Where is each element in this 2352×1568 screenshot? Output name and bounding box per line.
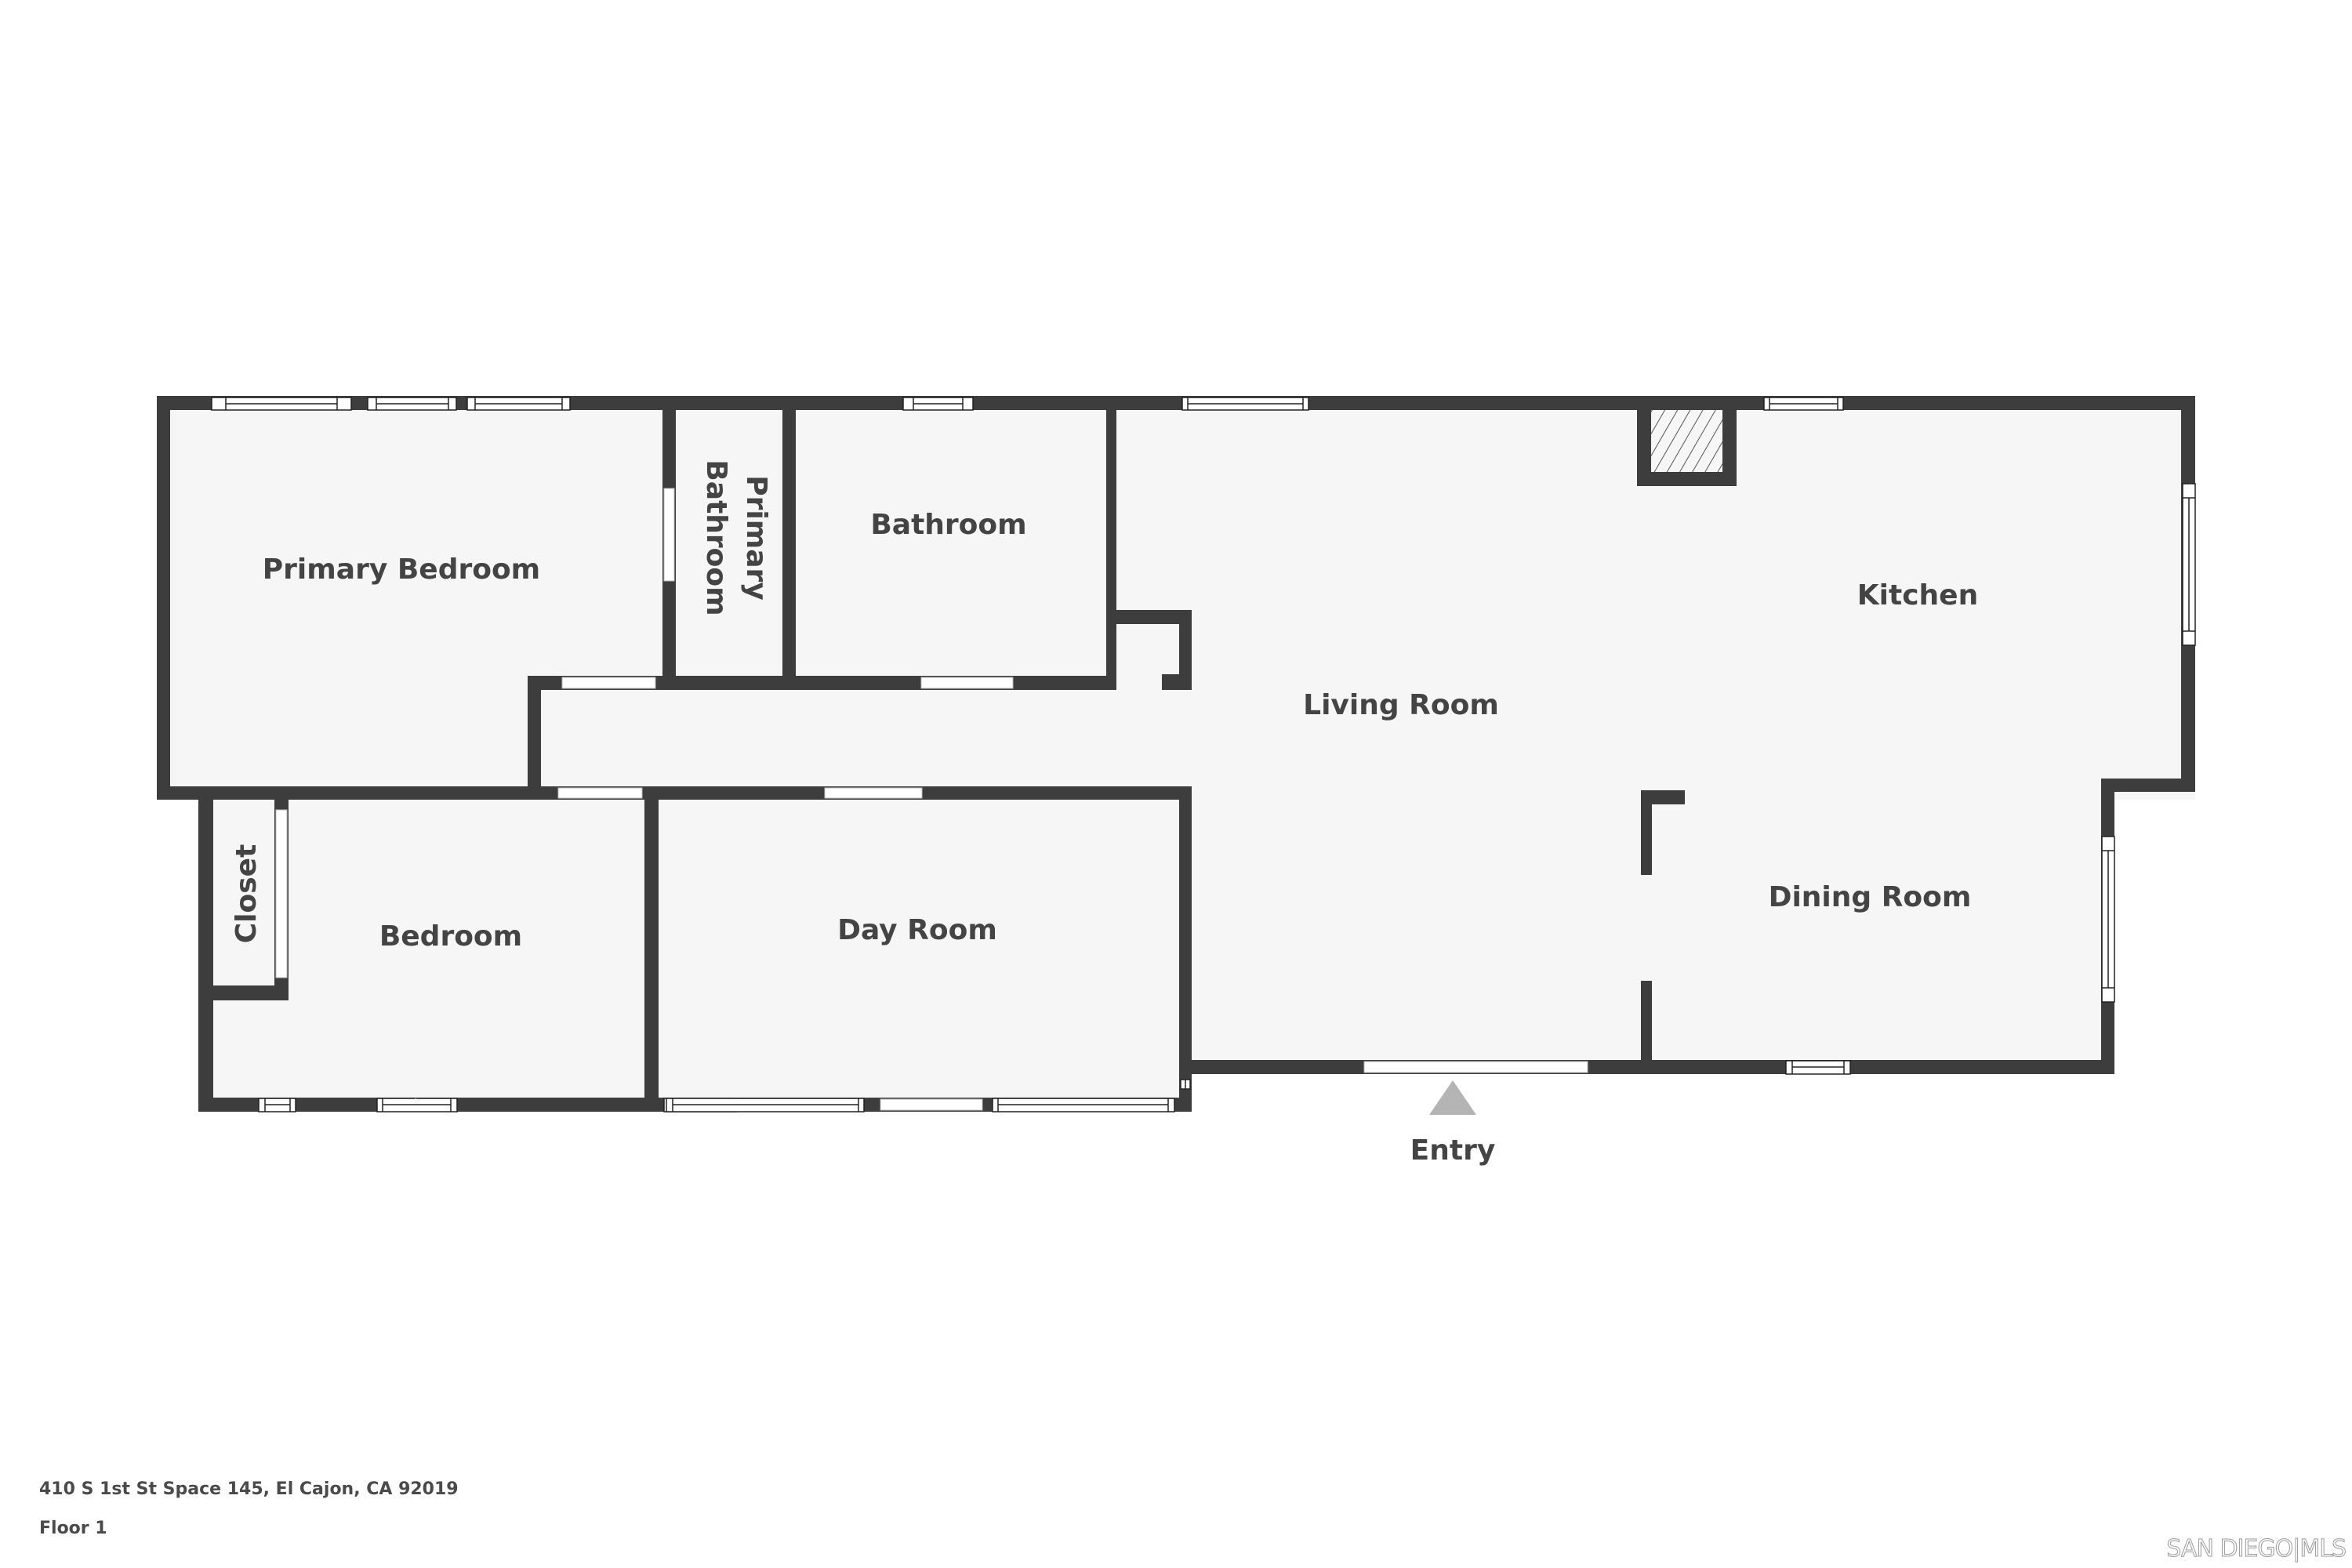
mls-logo: SAN DIEGO|MLS [2166, 1535, 2347, 1563]
entry-arrow-icon [1429, 1080, 1476, 1115]
label-kitchen: Kitchen [1857, 579, 1978, 612]
label-primary-bedroom: Primary Bedroom [263, 554, 540, 586]
dayroom-windows [666, 1079, 1191, 1112]
label-entry: Entry [1410, 1134, 1496, 1167]
chimney-hatch-lines [1651, 410, 1722, 472]
floor-fill [157, 396, 2195, 1112]
label-primary-bathroom-line1: Primary [740, 475, 772, 601]
property-address: 410 S 1st St Space 145, El Cajon, CA 920… [39, 1479, 459, 1499]
label-living-room: Living Room [1303, 689, 1499, 721]
door-openings [275, 488, 1588, 1111]
floor-label: Floor 1 [39, 1519, 107, 1538]
label-closet: Closet [230, 844, 263, 944]
room-labels: Primary Bedroom Primary Bathroom Bathroo… [230, 459, 1978, 1167]
windows [211, 397, 2196, 1112]
label-dining-room: Dining Room [1769, 881, 1972, 913]
label-bedroom: Bedroom [379, 920, 522, 953]
label-bathroom: Bathroom [870, 509, 1026, 541]
label-day-room: Day Room [837, 914, 997, 946]
label-primary-bathroom-line2: Bathroom [700, 459, 732, 615]
